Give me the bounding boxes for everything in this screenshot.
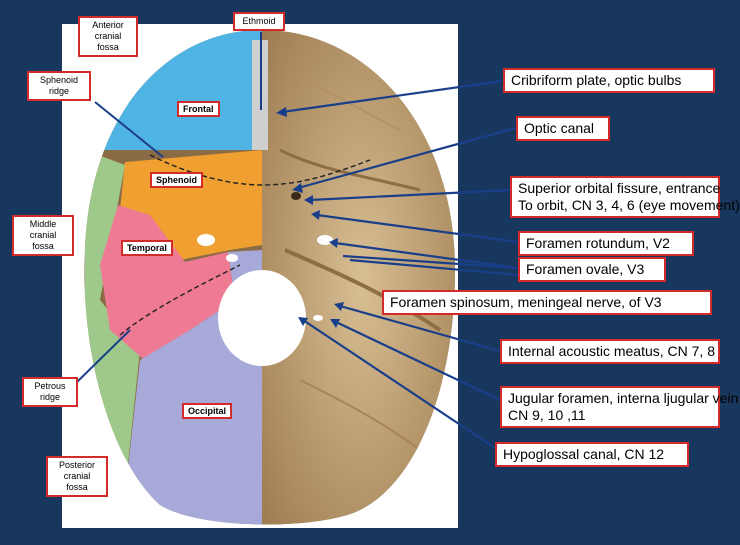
internal-acoustic-meatus-label: Internal acoustic meatus, CN 7, 8	[500, 339, 720, 364]
right-pointer-lines	[276, 79, 519, 449]
frontal-label: Frontal	[177, 101, 220, 117]
jugular-foramen-label: Jugular foramen, interna ljugular vein C…	[500, 386, 738, 428]
skull-base-diagram: Anterior cranial fossa Sphenoid ridge Mi…	[12, 12, 740, 528]
sphenoid-ridge-line	[149, 154, 371, 186]
cribriform-plate-label: Cribriform plate, optic bulbs	[503, 68, 715, 93]
posterior-cranial-fossa-label: Posterior cranial fossa	[46, 456, 108, 497]
foramen-ovale-label: Foramen ovale, V3	[518, 257, 666, 282]
sphenoid-ridge-label: Sphenoid ridge	[27, 71, 91, 101]
temporal-label: Temporal	[121, 240, 173, 256]
occipital-label: Occipital	[182, 403, 233, 419]
sphenoid-label: Sphenoid	[150, 172, 203, 188]
hypoglossal-canal-label: Hypoglossal canal, CN 12	[495, 442, 689, 467]
foramen-magnum	[218, 270, 306, 366]
anterior-cranial-fossa-label: Anterior cranial fossa	[78, 16, 138, 57]
foramen-rotundum-label: Foramen rotundum, V2	[518, 231, 694, 256]
optic-canal-label: Optic canal	[516, 116, 610, 141]
left-pointer-lines	[76, 32, 262, 383]
petrous-ridge-label: Petrous ridge	[22, 377, 78, 407]
skull-illustration	[62, 24, 519, 528]
petrous-ridge-line	[119, 264, 241, 336]
ethmoid-label: Ethmoid	[233, 12, 285, 31]
foramen-spinosum-label: Foramen spinosum, meningeal nerve, of V3	[382, 290, 712, 315]
superior-orbital-fissure-label: Superior orbital fissure, entrance To or…	[510, 176, 740, 218]
middle-cranial-fossa-label: Middle cranial fossa	[12, 215, 74, 256]
